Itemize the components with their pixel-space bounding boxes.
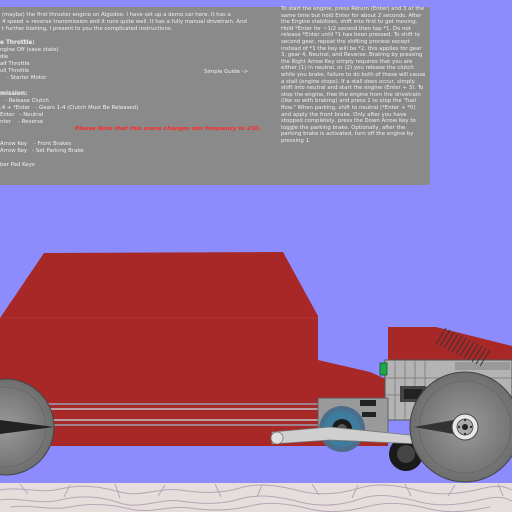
sim-frequency-note: Please Note that this scene changes sim …	[75, 126, 261, 132]
transmission-item: nter - Reverse	[0, 119, 44, 125]
throttle-item: ngine Off (save state)	[0, 47, 59, 53]
ground	[0, 483, 512, 512]
brake-item: Arrow Key - Set Parking Brake	[0, 148, 84, 154]
throttle-heading: e Throttle:	[0, 40, 35, 46]
throttle-item: - Starter Motor	[0, 75, 47, 81]
intro-line-3: t further blahing, I present to you the …	[2, 26, 173, 32]
instructions-panel	[0, 7, 430, 185]
transmission-heading: mission:	[0, 91, 28, 97]
throttle-item: alf Throttle	[0, 61, 30, 67]
throttle-item: dle	[0, 54, 9, 60]
intro-line-1: (maybe) the first thruster engine on Alg…	[2, 12, 231, 18]
transmission-item: - Release Clutch	[0, 98, 49, 104]
rear-wheel[interactable]	[0, 378, 55, 476]
brake-item: Arrow Key - Front Brakes	[0, 141, 72, 147]
car-body[interactable]	[0, 252, 512, 446]
wheel-hub-icon	[451, 413, 479, 441]
front-wheel[interactable]	[409, 371, 512, 483]
detailed-instructions: To start the engine, press Return (Enter…	[281, 6, 426, 144]
green-indicator-icon	[379, 362, 388, 376]
throttle-item: ull Throttle	[0, 68, 30, 74]
intro-line-2: 4 speed + reverse transmission and it ru…	[2, 19, 247, 25]
simple-guide-label: Simple Guide ->	[204, 69, 249, 75]
transmission-item: Enter - Neutral	[0, 112, 44, 118]
number-pad-footer: ber Pad Keys	[0, 162, 35, 168]
transmission-item: ,4 + *Enter - Gears 1-4 (Clutch Must Be …	[0, 105, 139, 111]
